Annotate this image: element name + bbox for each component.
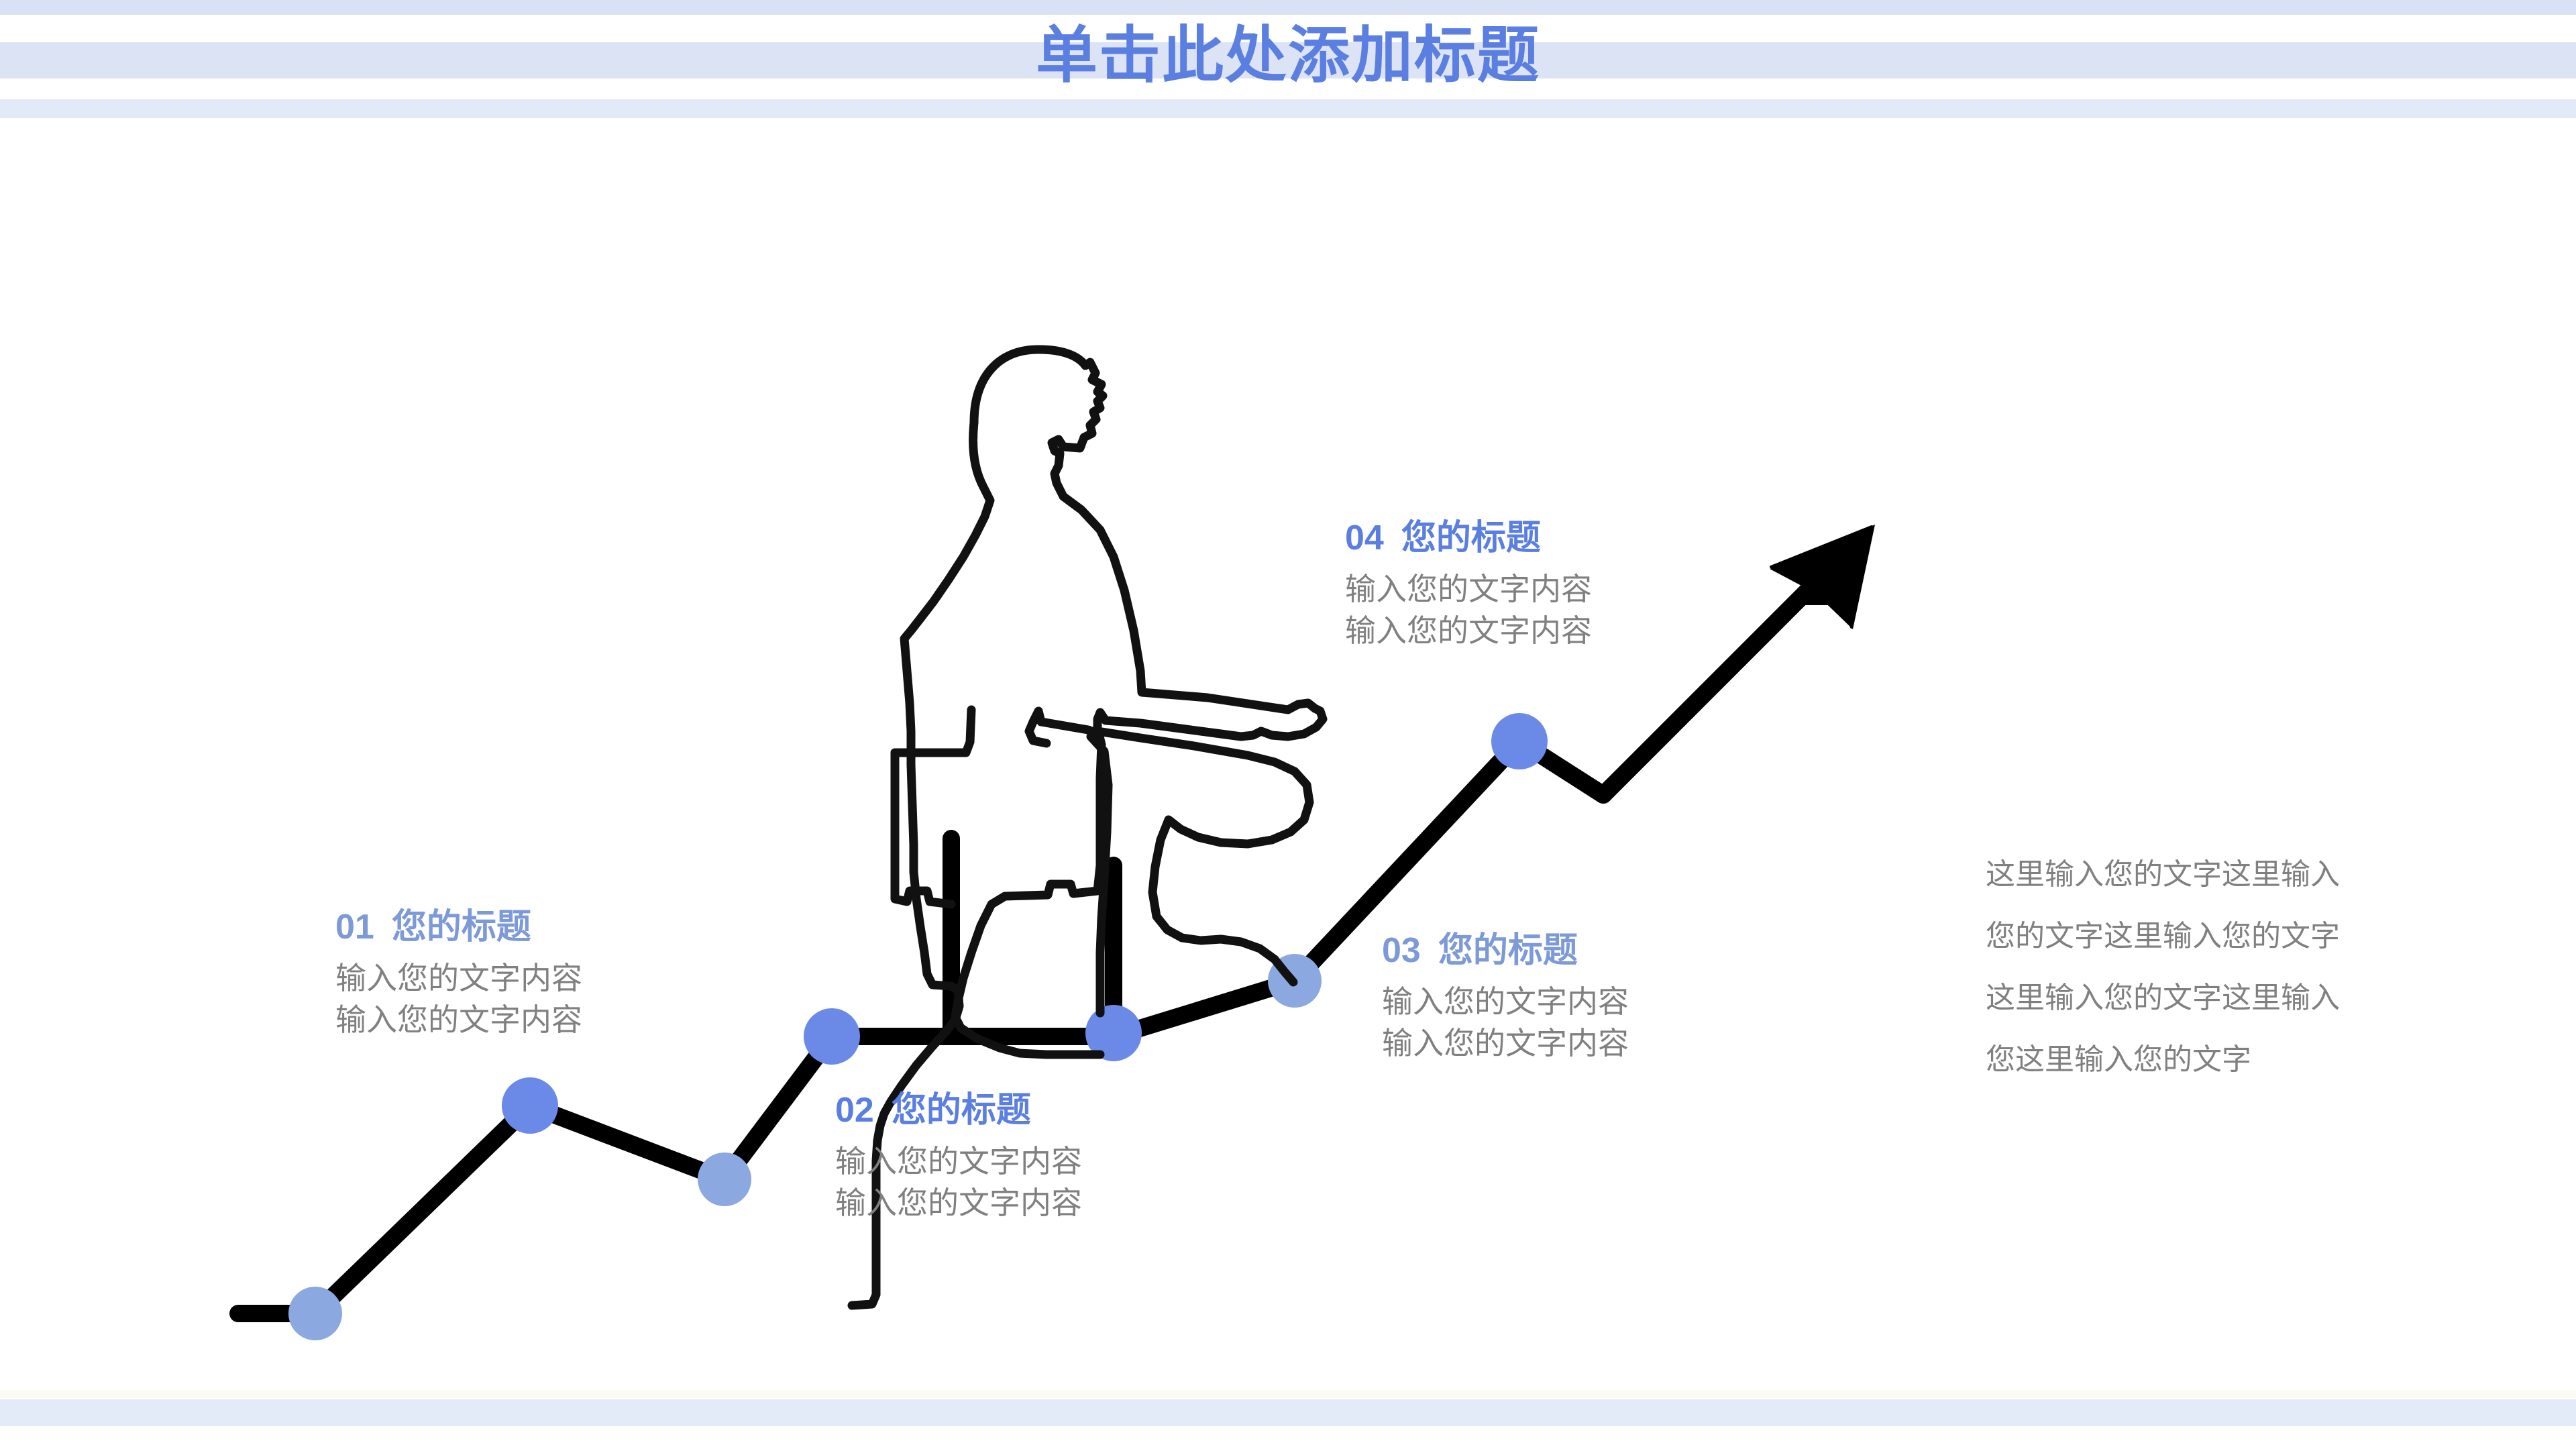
data-marker[interactable] xyxy=(698,1152,751,1206)
bottom-stripe-1 xyxy=(0,1399,2576,1426)
callout-heading: 01 您的标题 xyxy=(335,902,582,952)
callout-body-line: 输入您的文字内容 xyxy=(1345,572,1592,606)
top-stripe-3 xyxy=(0,99,2576,118)
briefcase-top xyxy=(890,705,976,757)
leg-front xyxy=(1086,732,1113,1018)
callout-title: 您的标题 xyxy=(891,1091,1031,1130)
page-title[interactable]: 单击此处添加标题 xyxy=(1035,21,1540,90)
businessman-outline-right xyxy=(969,345,1328,987)
callout-heading: 03 您的标题 xyxy=(1382,926,1629,975)
callout-block-02[interactable]: 02 您的标题 输入您的文字内容 输入您的文字内容 xyxy=(835,1085,1082,1224)
callout-title: 您的标题 xyxy=(391,908,531,947)
callout-body-line: 输入您的文字内容 xyxy=(835,1144,1082,1179)
callout-number: 03 xyxy=(1382,931,1421,970)
bottom-stripe-highlight xyxy=(0,1390,2576,1398)
callout-body-line: 输入您的文字内容 xyxy=(1382,984,1629,1019)
data-marker[interactable] xyxy=(502,1077,558,1134)
businessman-outline-left xyxy=(847,418,995,1310)
right-paragraph-line: 这里输入您的文字这里输入 xyxy=(1986,981,2340,1014)
callout-body: 输入您的文字内容 输入您的文字内容 xyxy=(835,1140,1082,1224)
callout-title: 您的标题 xyxy=(1401,519,1541,557)
callout-body: 输入您的文字内容 输入您的文字内容 xyxy=(335,957,582,1040)
callout-number: 04 xyxy=(1345,519,1384,557)
data-marker[interactable] xyxy=(1491,713,1548,769)
right-paragraph-line: 您的文字这里输入您的文字 xyxy=(1986,920,2340,953)
callout-number: 02 xyxy=(835,1091,874,1130)
callout-heading: 02 您的标题 xyxy=(835,1085,1082,1135)
briefcase-handle xyxy=(1024,717,1051,748)
callout-number: 01 xyxy=(335,908,374,947)
trend-arrow-icon xyxy=(1770,525,1875,629)
callout-body-line: 输入您的文字内容 xyxy=(1345,613,1592,648)
briefcase-body xyxy=(951,706,1106,1059)
callout-body: 输入您的文字内容 输入您的文字内容 xyxy=(1345,568,1592,651)
callout-block-03[interactable]: 03 您的标题 输入您的文字内容 输入您的文字内容 xyxy=(1382,926,1629,1064)
callout-body-line: 输入您的文字内容 xyxy=(335,961,582,996)
callout-block-01[interactable]: 01 您的标题 输入您的文字内容 输入您的文字内容 xyxy=(335,902,582,1040)
callout-body-line: 输入您的文字内容 xyxy=(335,1002,582,1037)
top-stripe-1 xyxy=(0,0,2576,15)
businessman-silhouette-icon xyxy=(847,345,1328,1310)
right-paragraph[interactable]: 这里输入您的文字这里输入 您的文字这里输入您的文字 这里输入您的文字这里输入 您… xyxy=(1986,844,2482,1091)
right-paragraph-line: 您这里输入您的文字 xyxy=(1986,1043,2251,1076)
briefcase-left xyxy=(890,748,956,909)
callout-heading: 04 您的标题 xyxy=(1345,513,1592,563)
callout-body-line: 输入您的文字内容 xyxy=(1382,1026,1629,1061)
callout-body-line: 输入您的文字内容 xyxy=(835,1185,1082,1220)
top-stripe-2 xyxy=(0,42,2576,78)
right-paragraph-line: 这里输入您的文字这里输入 xyxy=(1986,858,2340,891)
data-marker[interactable] xyxy=(804,1008,860,1065)
callout-title: 您的标题 xyxy=(1438,931,1578,970)
data-marker[interactable] xyxy=(1085,1005,1142,1061)
callout-body: 输入您的文字内容 输入您的文字内容 xyxy=(1382,981,1629,1064)
callout-block-04[interactable]: 04 您的标题 输入您的文字内容 输入您的文字内容 xyxy=(1345,513,1592,651)
data-marker[interactable] xyxy=(288,1287,342,1340)
